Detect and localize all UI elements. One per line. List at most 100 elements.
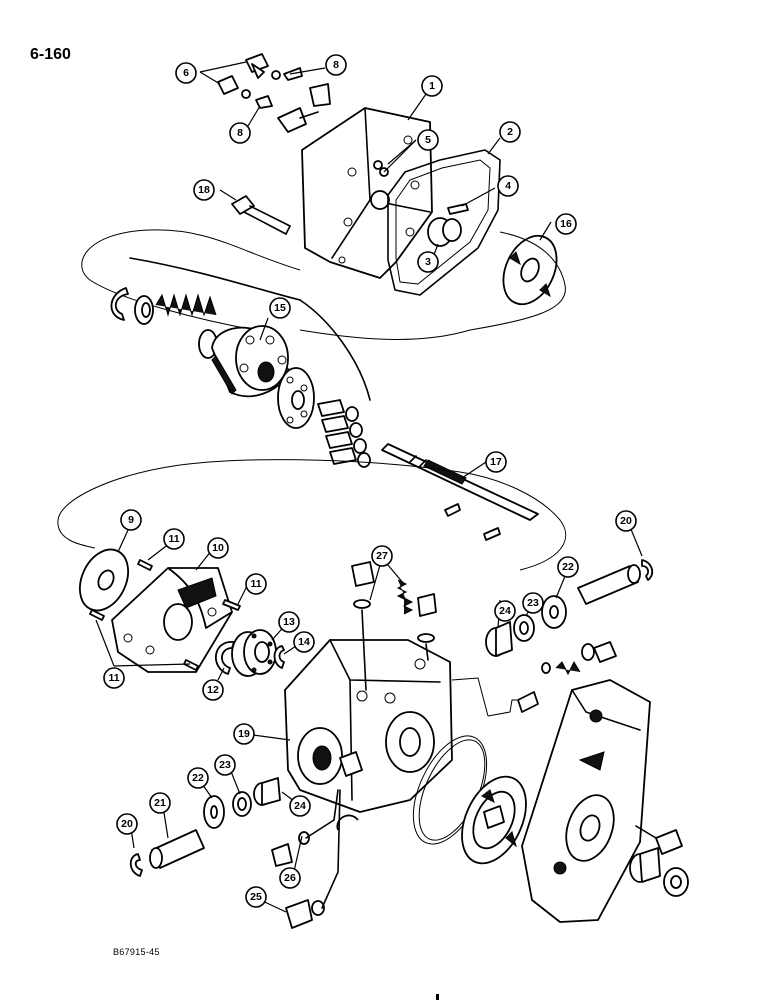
cover-bolt: [655, 829, 683, 855]
drive-shaft: [381, 443, 539, 541]
svg-text:9: 9: [128, 514, 134, 526]
callout-12: 12: [202, 679, 224, 701]
svg-text:23: 23: [527, 597, 539, 609]
callout-25: 25: [245, 886, 267, 908]
snap-ring: [129, 853, 143, 877]
dowel-pin: [222, 599, 241, 611]
svg-text:22: 22: [562, 561, 574, 573]
needle-bearing: [427, 217, 462, 247]
snap-ring: [641, 559, 654, 581]
callout-11-bottom: 11: [103, 667, 125, 689]
callout-24-left: 24: [289, 795, 311, 817]
ball-bearing: [231, 629, 277, 677]
callout-19: 19: [233, 723, 255, 745]
callout-21: 21: [149, 792, 171, 814]
svg-text:20: 20: [620, 515, 632, 527]
callout-15: 15: [269, 297, 291, 319]
piston-set: [317, 399, 371, 468]
svg-text:23: 23: [219, 759, 231, 771]
svg-text:6: 6: [183, 67, 189, 79]
callout-1: 1: [421, 75, 443, 97]
o-ring: [373, 160, 383, 170]
dowel-pin: [183, 659, 199, 671]
snap-ring: [273, 645, 285, 669]
svg-text:19: 19: [238, 728, 250, 740]
drawing-code: B67915-45: [113, 947, 160, 957]
page-number: 6-160: [30, 46, 71, 63]
callout-16: 16: [555, 213, 577, 235]
swashplate: [111, 567, 233, 673]
svg-text:4: 4: [505, 180, 511, 192]
callout-22-right: 22: [557, 556, 579, 578]
snap-ring: [214, 641, 235, 675]
svg-text:26: 26: [284, 872, 296, 884]
callout-24-right: 24: [494, 600, 516, 622]
cover-bearing: [629, 847, 689, 897]
svg-text:13: 13: [283, 616, 295, 628]
rotating-group: [110, 287, 315, 429]
callout-14: 14: [293, 631, 315, 653]
svg-text:21: 21: [154, 797, 166, 809]
callout-27: 27: [371, 545, 393, 567]
page-mark: [436, 994, 439, 1000]
svg-text:3: 3: [425, 256, 431, 268]
callout-23-right: 23: [522, 592, 544, 614]
svg-text:18: 18: [198, 184, 210, 196]
callout-3: 3: [417, 251, 439, 273]
callout-20-left: 20: [116, 813, 138, 835]
callout-11-top: 11: [163, 528, 185, 550]
plug: [271, 843, 293, 867]
callout-11-right: 11: [245, 573, 267, 595]
svg-text:22: 22: [192, 772, 204, 784]
relief-valve-fittings: [451, 641, 617, 717]
callout-2: 2: [499, 121, 521, 143]
relief-valve-plugs: [217, 53, 331, 133]
svg-text:10: 10: [212, 542, 224, 554]
svg-text:27: 27: [376, 550, 388, 562]
bushing: [253, 777, 281, 806]
svg-text:15: 15: [274, 302, 286, 314]
callout-17: 17: [485, 451, 507, 473]
svg-text:24: 24: [499, 605, 511, 617]
callout-6: 6: [175, 62, 197, 84]
bushing: [485, 621, 513, 657]
svg-text:5: 5: [425, 134, 431, 146]
callout-8-top: 8: [325, 54, 347, 76]
dowel-pin: [137, 559, 153, 571]
svg-text:20: 20: [121, 818, 133, 830]
svg-text:1: 1: [429, 80, 435, 92]
o-ring: [311, 900, 325, 916]
callout-22-left: 22: [187, 767, 209, 789]
callout-4: 4: [497, 175, 519, 197]
svg-text:24: 24: [294, 800, 306, 812]
svg-text:8: 8: [333, 59, 339, 71]
thrust-plate: [502, 234, 558, 306]
svg-text:2: 2: [507, 126, 513, 138]
charge-pump-gear: [461, 775, 527, 865]
callout-26: 26: [279, 867, 301, 889]
svg-text:11: 11: [250, 578, 261, 590]
svg-text:11: 11: [168, 533, 179, 545]
svg-text:12: 12: [207, 684, 219, 696]
cover-gasket: [387, 149, 501, 296]
plug: [285, 899, 313, 929]
housing-bracket: [57, 459, 567, 571]
callout-5: 5: [417, 129, 439, 151]
svg-text:11: 11: [108, 672, 119, 684]
svg-text:16: 16: [560, 218, 572, 230]
thrust-washer: [79, 548, 129, 612]
callout-18: 18: [193, 179, 215, 201]
svg-text:25: 25: [250, 891, 262, 903]
callout-9: 9: [120, 509, 142, 531]
callout-10: 10: [207, 537, 229, 559]
svg-text:14: 14: [298, 636, 310, 648]
svg-text:8: 8: [237, 127, 243, 139]
callout-20-right: 20: [615, 510, 637, 532]
pump-housing: [284, 639, 453, 831]
cap-screw: [231, 195, 291, 235]
housing-plugs: [351, 561, 437, 691]
callout-8-left: 8: [229, 122, 251, 144]
callout-13: 13: [278, 611, 300, 633]
dowel-pin: [447, 203, 469, 215]
